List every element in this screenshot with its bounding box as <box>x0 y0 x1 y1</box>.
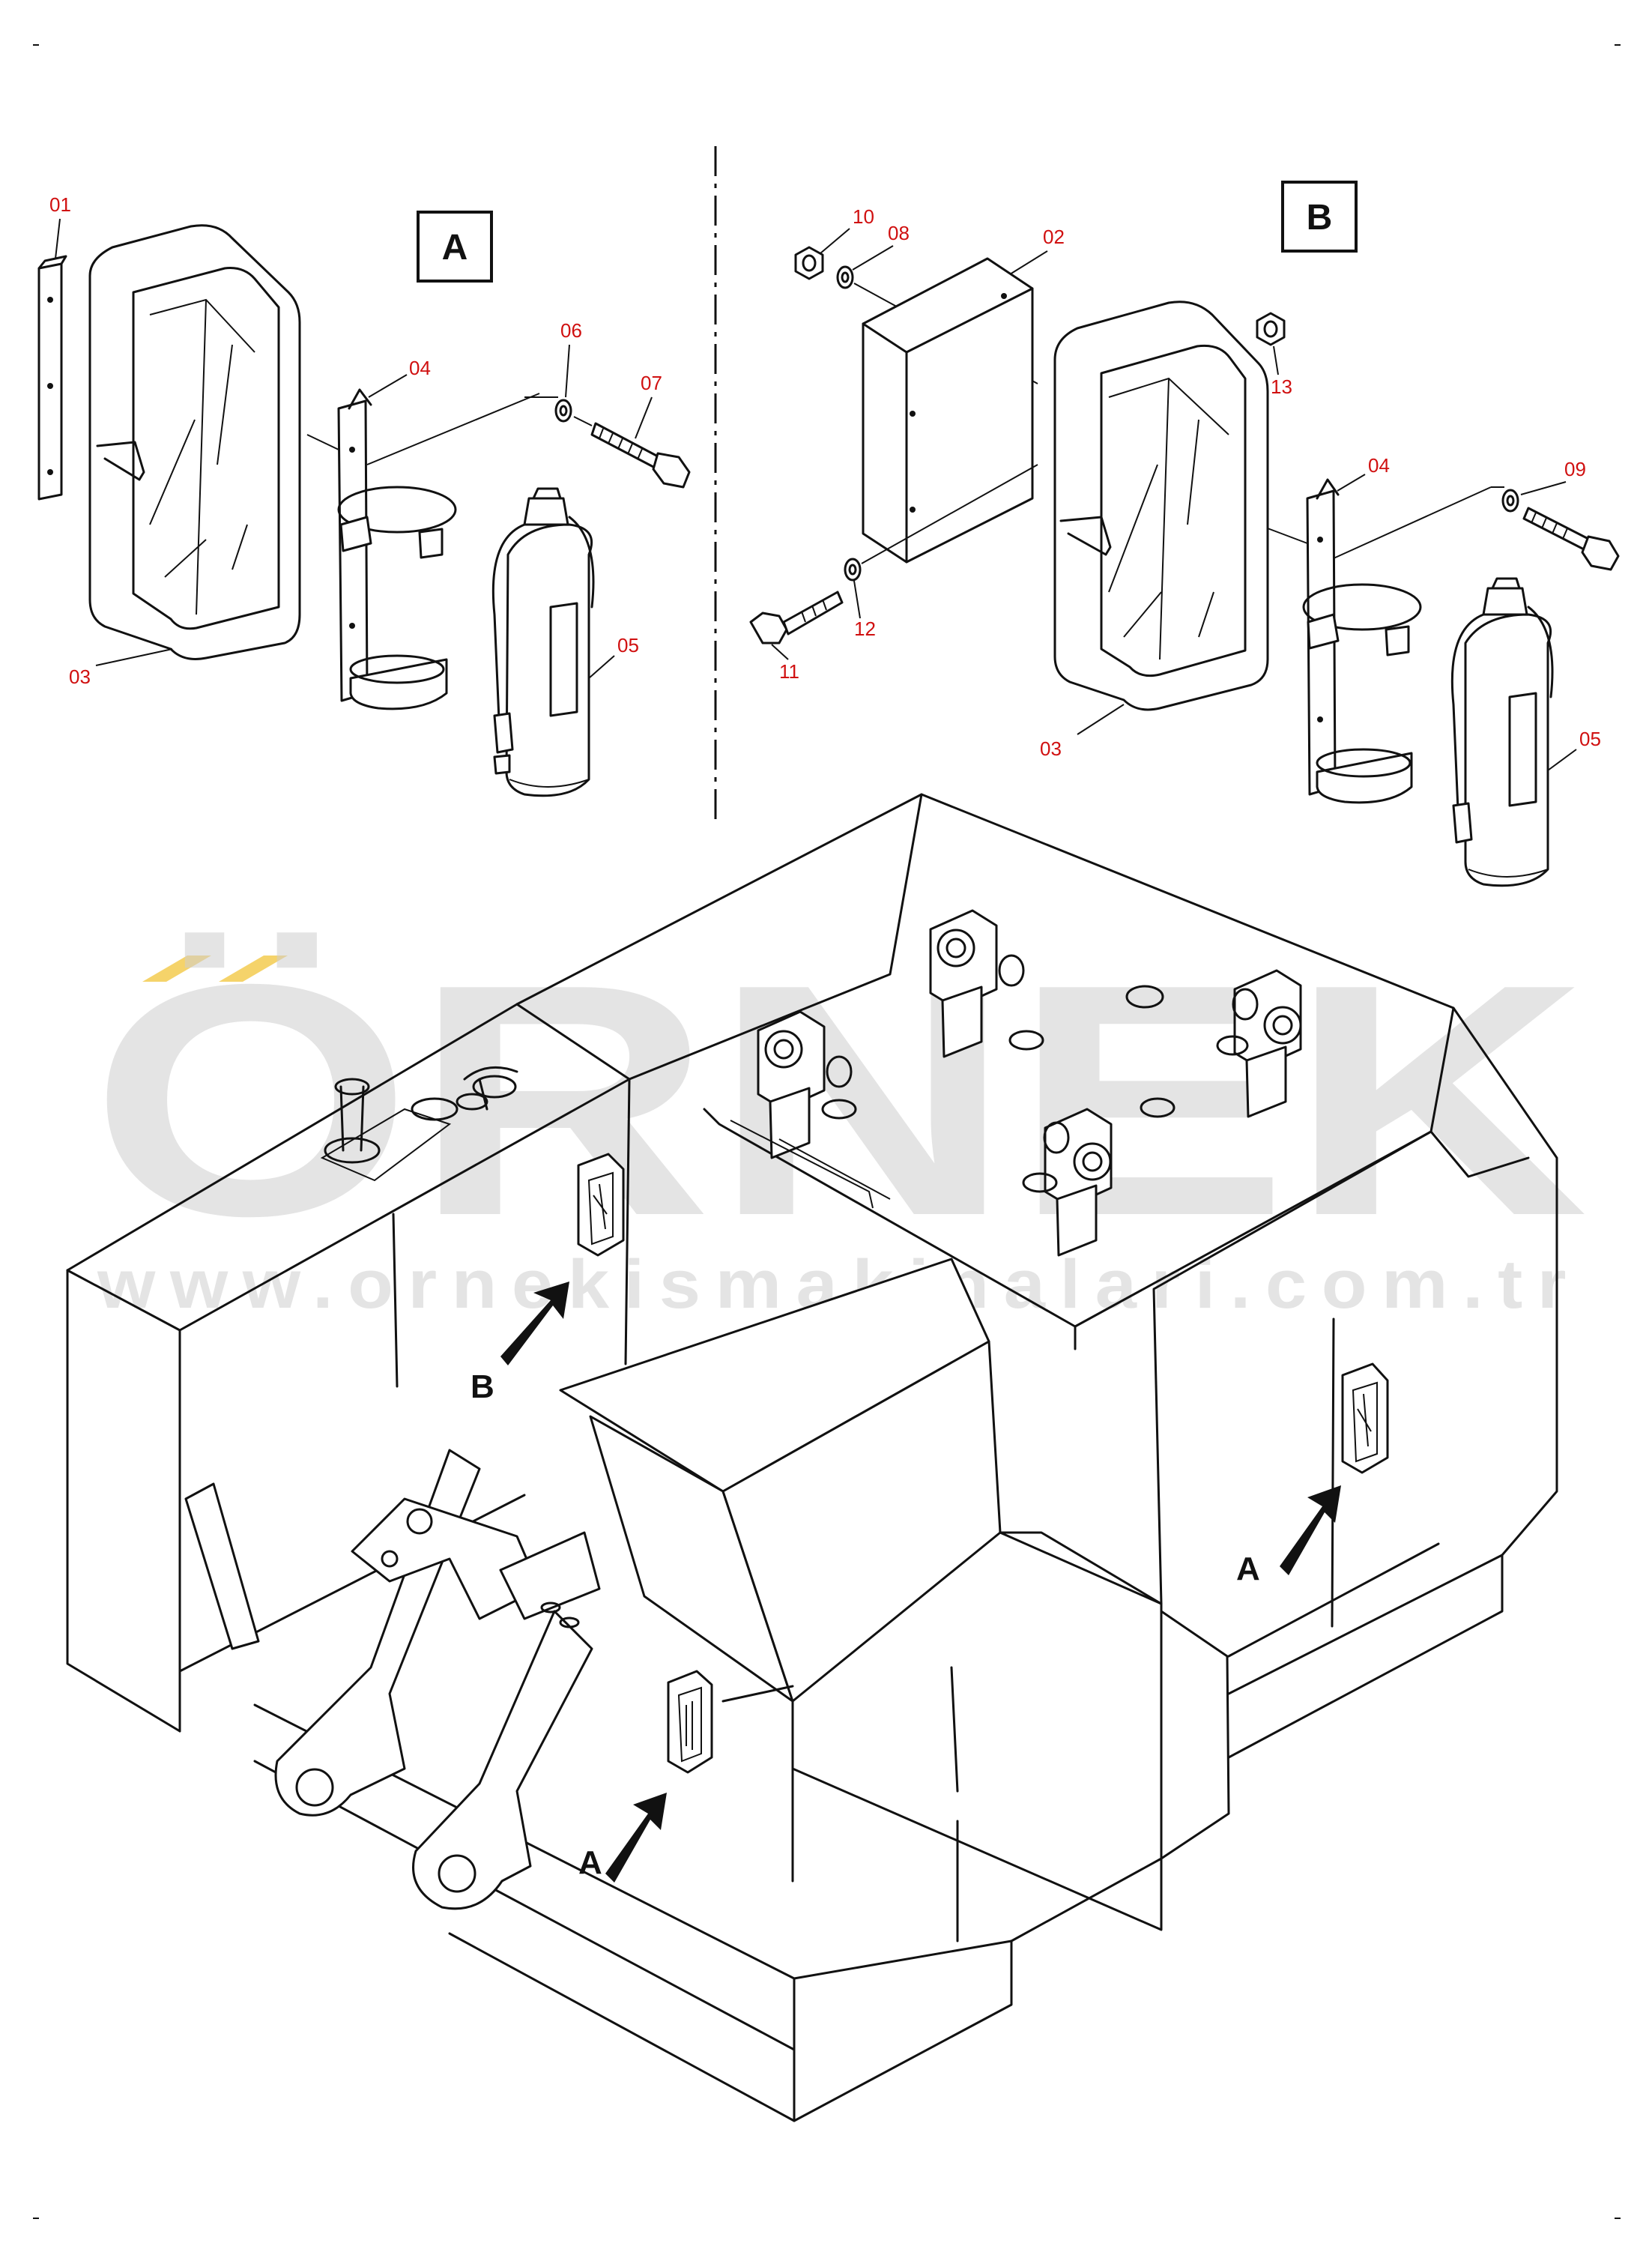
washer-08 <box>836 265 854 289</box>
cabinet-03-b <box>1053 301 1269 711</box>
part-labels-b: 10 08 02 13 04 09 12 11 03 05 <box>771 205 1601 771</box>
view-a-label-box <box>417 211 493 283</box>
view-b-label: B <box>1307 198 1333 238</box>
arrow-a-right <box>1280 1485 1341 1575</box>
mounted-cabinet-a-left <box>667 1670 713 1774</box>
arrow-a-left <box>605 1793 667 1883</box>
callout-a-right: A <box>1236 1551 1260 1587</box>
mounting-strip-01 <box>37 255 67 501</box>
view-a-label: A <box>442 228 468 268</box>
view-b: B <box>749 181 1620 887</box>
washer-06 <box>554 399 572 423</box>
view-b-label-box <box>1281 181 1358 253</box>
part-num-04-b: 04 <box>1368 454 1390 477</box>
bracket-04-a <box>337 388 457 710</box>
callout-a-left: A <box>578 1844 602 1881</box>
arrow-b <box>500 1282 569 1365</box>
cabinet-03-a <box>88 224 301 660</box>
part-num-02: 02 <box>1043 226 1065 248</box>
left-fittings <box>320 1066 518 1182</box>
mounted-cabinet-b <box>577 1153 625 1257</box>
washer-12 <box>844 558 862 582</box>
part-num-01: 01 <box>49 193 71 216</box>
part-num-06: 06 <box>560 319 582 342</box>
watermark: ÖRNEK www.ornekismakinalari.com.tr <box>90 917 1588 1323</box>
watermark-accent-left <box>142 956 211 982</box>
machine-body: B A A <box>66 793 1558 2122</box>
plate-02 <box>862 257 1034 564</box>
part-num-03-a: 03 <box>69 665 91 688</box>
part-labels-a: 01 03 04 05 06 07 <box>49 193 662 688</box>
part-num-11: 11 <box>779 660 799 683</box>
corner-marks <box>33 44 1621 2219</box>
mounted-cabinet-a-right <box>1341 1362 1389 1474</box>
extinguisher-05-b <box>1450 577 1554 887</box>
part-num-05-b: 05 <box>1579 728 1601 750</box>
washer-bolt-09 <box>1501 489 1620 571</box>
part-num-13: 13 <box>1271 375 1292 398</box>
lift-arms <box>184 1449 601 1910</box>
part-num-04-a: 04 <box>409 357 431 379</box>
bracket-04-b <box>1302 478 1422 804</box>
bolt-11 <box>749 591 844 645</box>
watermark-accent-right <box>219 956 288 982</box>
motor-units <box>730 909 1302 1257</box>
view-a: A <box>37 193 691 797</box>
part-num-10: 10 <box>853 205 874 228</box>
part-num-03-b: 03 <box>1040 737 1062 760</box>
part-num-12: 12 <box>854 618 876 640</box>
callout-b: B <box>471 1368 494 1405</box>
part-num-09: 09 <box>1564 458 1586 480</box>
part-num-07: 07 <box>641 372 662 394</box>
part-num-05-a: 05 <box>617 634 639 656</box>
bolt-07 <box>590 422 691 489</box>
extinguisher-05-a <box>491 487 595 797</box>
part-num-08: 08 <box>888 222 910 244</box>
nut-10 <box>794 246 824 280</box>
nut-13 <box>1256 312 1286 346</box>
